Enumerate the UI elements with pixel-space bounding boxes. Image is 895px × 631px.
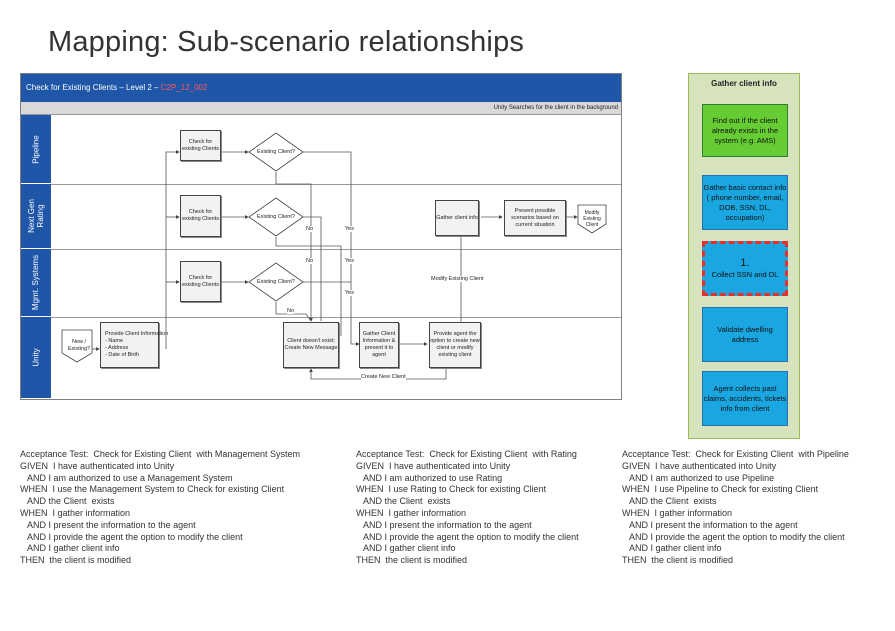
edge-label-yes: Yes [345, 290, 354, 296]
provide-agent-option-box: Provide agent the option to create new c… [429, 322, 481, 368]
acceptance-test-management-system: Acceptance Test: Check for Existing Clie… [20, 449, 300, 566]
page-title: Mapping: Sub-scenario relationships [48, 26, 525, 58]
card-validate-dwelling: Validate dwelling address [702, 307, 788, 362]
gather-present-box: Gather Client Information & present it t… [359, 322, 399, 368]
card-past-claims: Agent collects past claims, accidents, t… [702, 371, 788, 426]
edge-label-yes: Yes [345, 258, 354, 264]
card-collect-ssn: 1. Collect SSN and DL [702, 241, 788, 296]
lane-divider [51, 184, 621, 185]
lane-rating: Next Gen Rating [21, 184, 51, 249]
decision-label: Existing Client? [257, 279, 295, 285]
acceptance-test-rating: Acceptance Test: Check for Existing Clie… [356, 449, 579, 566]
lane-mgmt-systems: Mgmt. Systems [21, 249, 51, 317]
gather-client-info-box: Gather client info [435, 200, 479, 236]
swimlane-diagram: Check for Existing Clients – Level 2 – C… [20, 73, 622, 400]
check-existing-clients-pipeline: Check for existing Clients [180, 130, 221, 161]
edge-label-no: No [306, 226, 314, 232]
diagram-header-code: C2P_12_002 [160, 83, 208, 92]
client-doesnt-exist-box: Client doesn't exist; Create New Message [283, 322, 339, 368]
decision-label: Existing Client? [257, 214, 295, 220]
existing-client-decision-mgmt: Existing Client? [248, 262, 304, 302]
provide-client-info-box: Provide Client Information - Name - Addr… [100, 322, 168, 368]
panel-title: Gather client info [711, 79, 777, 88]
card-label: Collect SSN and DL [711, 270, 779, 279]
modify-existing-client-label: Modify Existing Client [583, 210, 601, 228]
edge-label-yes: Yes [345, 226, 354, 232]
card-find-client: Find out if the client already exists in… [702, 104, 788, 157]
check-existing-clients-rating: Check for existing Clients [180, 195, 221, 237]
edge-label-no: No [287, 308, 295, 314]
present-scenarios-box: Present possible scenarios based on curr… [504, 200, 566, 236]
existing-client-decision-pipeline: Existing Client? [248, 132, 304, 172]
edge-label-no: No [306, 258, 314, 264]
lane-divider [51, 249, 621, 250]
lane-pipeline: Pipeline [21, 115, 51, 184]
lane-unity: Unity [21, 317, 51, 399]
check-existing-clients-mgmt: Check for existing Clients [180, 261, 221, 302]
new-existing-shape: New / Existing? [61, 329, 93, 363]
decision-label: Existing Client? [257, 149, 295, 155]
new-existing-label: New / Existing? [67, 339, 91, 352]
card-gather-contact: Gather basic contact info ( phone number… [702, 175, 788, 230]
diagram-subheader: Unity Searches for the client in the bac… [21, 102, 621, 115]
acceptance-test-pipeline: Acceptance Test: Check for Existing Clie… [622, 449, 849, 566]
existing-client-decision-rating: Existing Client? [248, 197, 304, 237]
lane-divider [51, 317, 621, 318]
modify-existing-client-shape: Modify Existing Client [577, 204, 607, 234]
edge-label-modify-existing: Modify Existing Client [431, 276, 484, 282]
card-number: 1. [740, 257, 750, 269]
edge-label-create-new: Create New Client [361, 374, 406, 380]
gather-client-info-panel: Gather client info Find out if the clien… [688, 73, 800, 439]
diagram-header: Check for Existing Clients – Level 2 – C… [21, 74, 621, 102]
diagram-header-title: Check for Existing Clients – Level 2 – [26, 83, 161, 92]
